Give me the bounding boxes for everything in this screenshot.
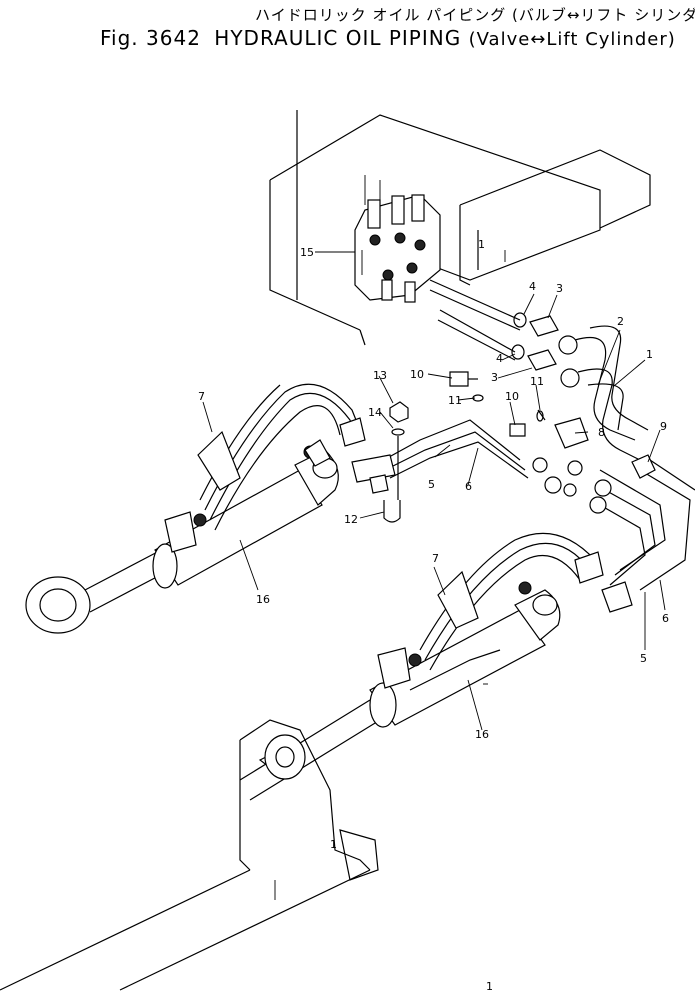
figure-subtitle: (Valve↔Lift Cylinder) — [468, 29, 676, 50]
callout-1d: 1 — [486, 980, 493, 993]
main-hoses — [574, 325, 695, 591]
valve-pipes — [429, 279, 521, 361]
callout-1b: 1 — [478, 238, 485, 251]
callout-4a: 4 — [529, 280, 536, 293]
callout-11b: 11 — [448, 394, 462, 407]
callout-3b: 3 — [491, 371, 498, 384]
callout-11a: 11 — [530, 375, 544, 388]
callout-labels: 15 4 3 2 1 4 3 10 11 13 11 10 7 14 8 9 5… — [198, 238, 669, 993]
callout-2: 2 — [617, 315, 624, 328]
callout-15: 15 — [300, 246, 314, 259]
clamp-9 — [631, 454, 656, 479]
tee-block-8 — [532, 417, 612, 514]
japanese-title: ハイドロリック オイル パイピング (バルブ↔リフト シリンダ) — [255, 6, 695, 24]
figure-number: Fig. 3642 — [100, 26, 201, 50]
callout-10a: 10 — [410, 368, 424, 381]
frame-body — [269, 110, 651, 346]
lift-cylinder-lower — [239, 532, 633, 801]
callout-12: 12 — [344, 513, 358, 526]
figure-name: HYDRAULIC OIL PIPING — [214, 26, 462, 50]
callout-3a: 3 — [556, 282, 563, 295]
control-valve — [354, 175, 441, 303]
callout-8: 8 — [598, 426, 605, 439]
callout-16a: 16 — [256, 593, 270, 606]
callout-6a: 6 — [465, 480, 472, 493]
callout-7b: 7 — [432, 552, 439, 565]
pipes-5-6 — [351, 419, 529, 494]
leader-lines — [202, 251, 666, 731]
callout-1a: 1 — [646, 348, 653, 361]
callout-7a: 7 — [198, 390, 205, 403]
callout-5a: 5 — [428, 478, 435, 491]
callout-1c: 1 — [330, 838, 337, 851]
lift-cylinder-upper — [25, 383, 366, 634]
callout-14: 14 — [368, 406, 382, 419]
callout-5b: 5 — [640, 652, 647, 665]
callout-9: 9 — [660, 420, 667, 433]
frame-lower — [0, 719, 379, 991]
callout-4b: 4 — [496, 352, 503, 365]
nut-clamp-12-13-14 — [383, 401, 409, 523]
callout-16b: 16 — [475, 728, 489, 741]
figure-title: Fig. 3642 HYDRAULIC OIL PIPING (Valve↔Li… — [100, 26, 676, 50]
callout-13: 13 — [373, 369, 387, 382]
bolts-washers — [449, 371, 546, 437]
callout-6b: 6 — [662, 612, 669, 625]
callout-10b: 10 — [505, 390, 519, 403]
fittings-3-4 — [511, 312, 580, 388]
